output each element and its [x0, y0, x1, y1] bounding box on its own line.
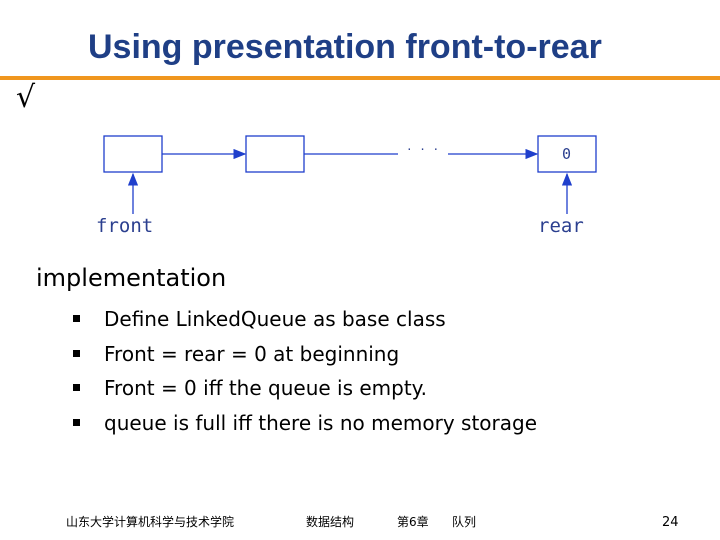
footer-school: 山东大学计算机科学与技术学院	[66, 515, 235, 529]
footer-course: 数据结构	[306, 515, 355, 529]
list-item: queue is full iff there is no memory sto…	[70, 406, 537, 441]
last-node-value: 0	[562, 145, 571, 163]
front-label: front	[96, 215, 153, 237]
linked-queue-diagram: · · · 0 front rear	[96, 135, 597, 237]
list-item: Front = 0 iff the queue is empty.	[70, 371, 537, 406]
bullet-list: Define LinkedQueue as base class Front =…	[70, 302, 537, 440]
list-item: Front = rear = 0 at beginning	[70, 337, 537, 372]
slide-title: Using presentation front-to-rear	[88, 28, 602, 66]
square-bullet-icon	[73, 418, 80, 426]
square-bullet-icon	[73, 384, 80, 391]
section-heading: implementation	[36, 264, 227, 292]
queue-node-2	[245, 135, 305, 173]
list-item: Define LinkedQueue as base class	[70, 302, 537, 337]
footer-topic: 队列	[452, 515, 477, 529]
page-number: 24	[662, 515, 679, 530]
title-divider	[0, 76, 720, 80]
footer-chapter: 第6章	[397, 515, 429, 529]
rear-label: rear	[538, 215, 584, 237]
queue-node-1	[103, 135, 163, 173]
check-mark-icon: √	[16, 80, 36, 115]
square-bullet-icon	[73, 315, 80, 322]
ellipsis: · · ·	[406, 143, 439, 156]
square-bullet-icon	[73, 349, 80, 357]
